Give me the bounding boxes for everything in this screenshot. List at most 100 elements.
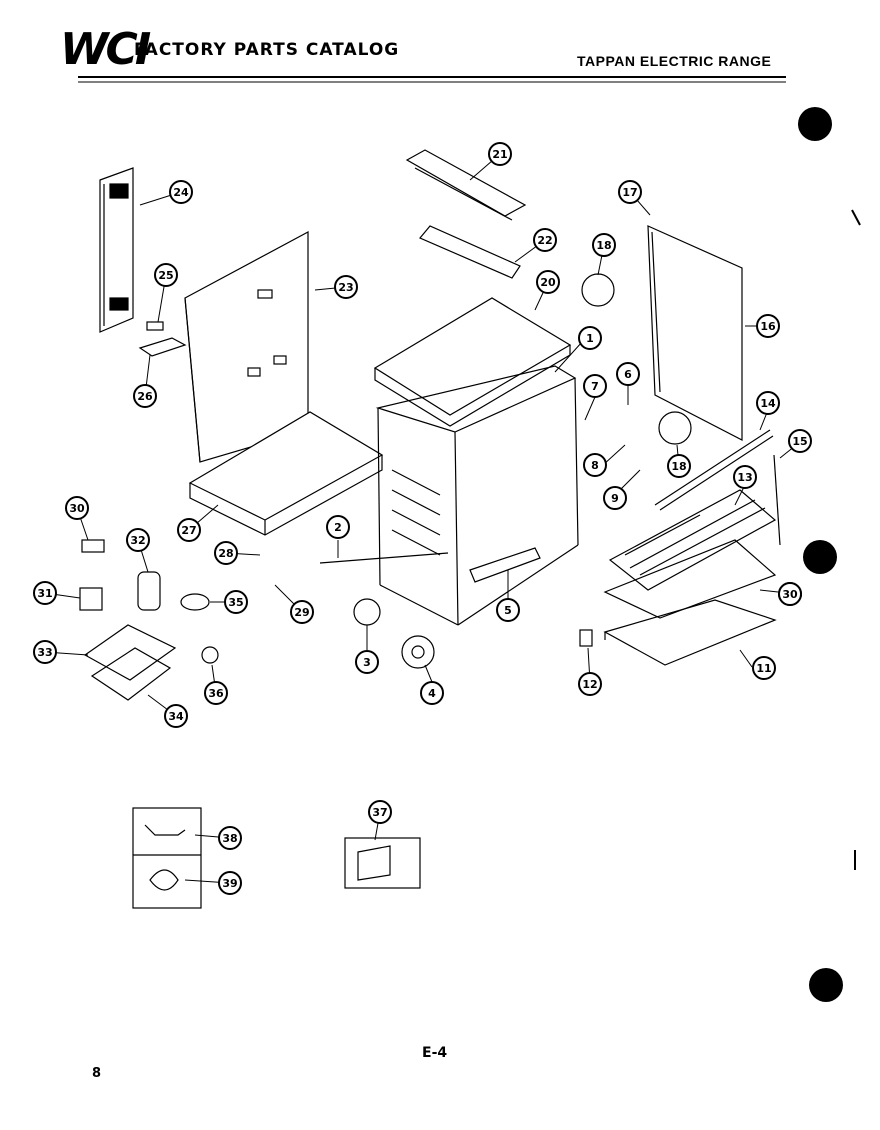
callout-14: 14 bbox=[756, 391, 780, 415]
callout-number: 28 bbox=[218, 547, 233, 560]
callout-circle bbox=[224, 590, 248, 614]
callout-1: 1 bbox=[578, 326, 602, 350]
callout-circle bbox=[616, 362, 640, 386]
callout-number: 2 bbox=[334, 521, 342, 534]
callout-number: 30 bbox=[782, 588, 798, 601]
callout-30: 30 bbox=[778, 582, 802, 606]
callout-number: 1 bbox=[586, 332, 594, 345]
callout-number: 18 bbox=[671, 460, 686, 473]
hardware-parts bbox=[319, 273, 692, 669]
range-cabinet bbox=[375, 365, 579, 626]
callout-circle bbox=[488, 142, 512, 166]
callout-16: 16 bbox=[756, 314, 780, 338]
callout-15: 15 bbox=[788, 429, 812, 453]
callout-circle bbox=[126, 528, 150, 552]
callout-circle bbox=[618, 180, 642, 204]
callout-number: 20 bbox=[540, 276, 556, 289]
callout-12: 12 bbox=[578, 672, 602, 696]
callout-circle bbox=[752, 656, 776, 680]
callout-28: 28 bbox=[214, 541, 238, 565]
wci-logo: WCI bbox=[60, 24, 151, 75]
callout-30: 30 bbox=[65, 496, 89, 520]
callout-number: 9 bbox=[611, 492, 619, 505]
callout-number: 18 bbox=[596, 239, 611, 252]
callout-circle bbox=[218, 826, 242, 850]
callout-number: 3 bbox=[363, 656, 371, 669]
callout-2: 2 bbox=[326, 515, 350, 539]
callout-number: 11 bbox=[756, 662, 771, 675]
callout-circle bbox=[290, 600, 314, 624]
callout-31: 31 bbox=[33, 581, 57, 605]
callout-13: 13 bbox=[733, 465, 757, 489]
part-drawings bbox=[79, 149, 781, 909]
callout-number: 14 bbox=[760, 397, 776, 410]
side-trim-panel bbox=[99, 167, 134, 333]
callout-circle bbox=[583, 374, 607, 398]
callout-36: 36 bbox=[204, 681, 228, 705]
callout-circle bbox=[592, 233, 616, 257]
callout-number: 33 bbox=[37, 646, 52, 659]
callout-number: 37 bbox=[372, 806, 387, 819]
callout-9: 9 bbox=[603, 486, 627, 510]
callout-circle bbox=[177, 518, 201, 542]
callout-number: 5 bbox=[504, 604, 512, 617]
callout-33: 33 bbox=[33, 640, 57, 664]
callout-circle bbox=[756, 391, 780, 415]
callout-38: 38 bbox=[218, 826, 242, 850]
callout-22: 22 bbox=[533, 228, 557, 252]
callout-7: 7 bbox=[583, 374, 607, 398]
cooktop-frame bbox=[373, 297, 572, 427]
callout-number: 30 bbox=[69, 502, 85, 515]
rear-panel bbox=[184, 230, 309, 463]
callout-39: 39 bbox=[218, 871, 242, 895]
broiler-drawer-parts bbox=[603, 539, 777, 666]
inset-box-38-39 bbox=[132, 807, 202, 909]
range-title: TAPPAN ELECTRIC RANGE bbox=[577, 53, 772, 69]
callout-circle bbox=[334, 275, 358, 299]
callout-circle bbox=[420, 681, 444, 705]
callout-11: 11 bbox=[752, 656, 776, 680]
callout-number: 12 bbox=[582, 678, 597, 691]
callout-circle bbox=[169, 180, 193, 204]
scan-edge-marks bbox=[851, 209, 861, 870]
callout-circle bbox=[533, 228, 557, 252]
callout-number: 34 bbox=[168, 710, 184, 723]
bracket-parts bbox=[138, 321, 187, 357]
oven-rack bbox=[608, 489, 777, 591]
callout-circle bbox=[368, 800, 392, 824]
callout-group: 1234567891011121314151617181820212223242… bbox=[33, 142, 812, 895]
callout-number: 32 bbox=[130, 534, 145, 547]
right-side-panel bbox=[647, 225, 743, 441]
callout-27: 27 bbox=[177, 518, 201, 542]
callout-29: 29 bbox=[290, 600, 314, 624]
callout-18: 18 bbox=[667, 454, 691, 478]
callout-number: 4 bbox=[428, 687, 436, 700]
broil-pan-insert bbox=[83, 624, 177, 701]
callout-circle bbox=[603, 486, 627, 510]
callout-circle bbox=[33, 640, 57, 664]
binder-hole bbox=[809, 968, 843, 1002]
callout-number: 23 bbox=[338, 281, 353, 294]
callout-circle bbox=[326, 515, 350, 539]
callout-number: 21 bbox=[492, 148, 507, 161]
callout-number: 16 bbox=[760, 320, 776, 333]
callout-circle bbox=[583, 453, 607, 477]
callout-number: 6 bbox=[624, 368, 632, 381]
callout-number: 29 bbox=[294, 606, 309, 619]
binder-hole bbox=[803, 540, 837, 574]
callout-number: 35 bbox=[228, 596, 243, 609]
callout-number: 36 bbox=[208, 687, 224, 700]
callout-circle bbox=[204, 681, 228, 705]
callout-8: 8 bbox=[583, 453, 607, 477]
callout-6: 6 bbox=[616, 362, 640, 386]
callout-24: 24 bbox=[169, 180, 193, 204]
inset-box-37 bbox=[344, 837, 421, 889]
callout-21: 21 bbox=[488, 142, 512, 166]
callout-number: 22 bbox=[537, 234, 552, 247]
corner-number: 8 bbox=[92, 1066, 102, 1081]
callout-25: 25 bbox=[154, 263, 178, 287]
callout-number: 17 bbox=[622, 186, 637, 199]
callout-3: 3 bbox=[355, 650, 379, 674]
header-rule bbox=[78, 76, 786, 83]
page-label: E-4 bbox=[422, 1045, 448, 1061]
